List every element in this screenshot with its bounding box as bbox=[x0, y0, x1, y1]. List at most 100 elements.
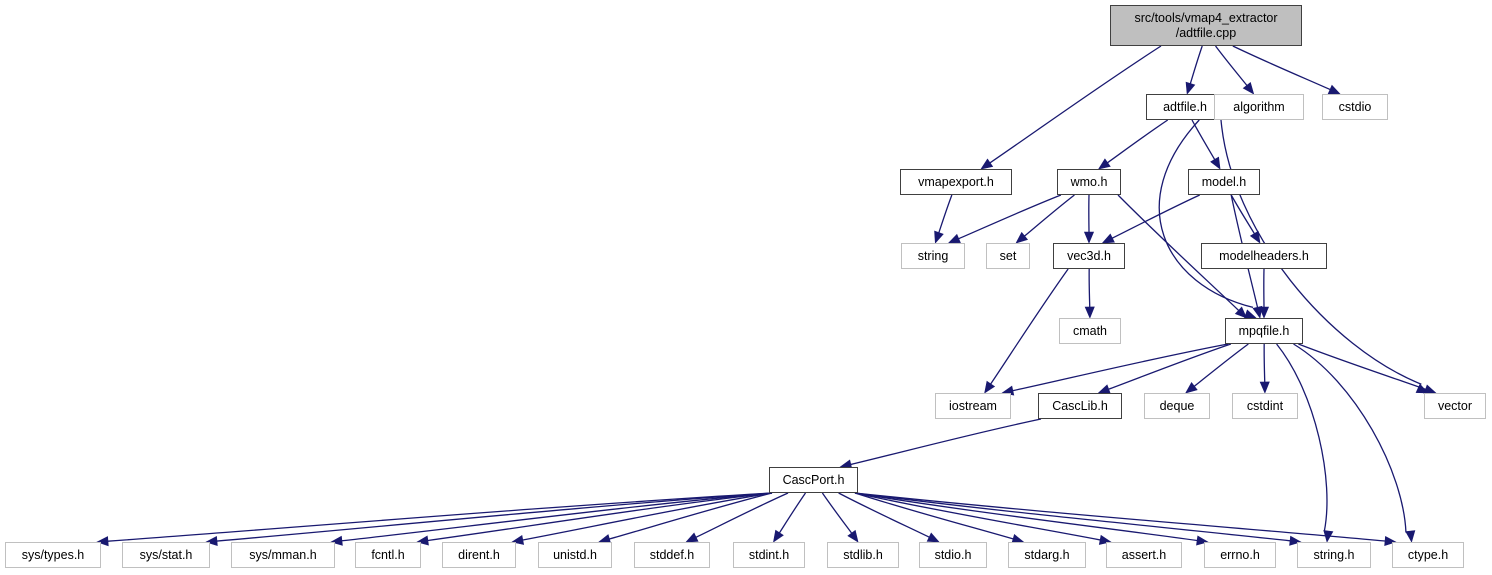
graph-edge bbox=[695, 492, 789, 538]
graph-edge-arrowhead bbox=[1196, 535, 1209, 546]
graph-edge bbox=[107, 492, 773, 542]
graph-node-cmath[interactable]: cmath bbox=[1059, 318, 1121, 344]
graph-node-string[interactable]: string bbox=[901, 243, 965, 269]
graph-node-casclib-h[interactable]: CascLib.h bbox=[1038, 393, 1122, 419]
graph-edge-arrowhead bbox=[1185, 81, 1196, 95]
graph-edge bbox=[854, 492, 1198, 542]
graph-node-model-h[interactable]: model.h bbox=[1188, 169, 1260, 195]
graph-edge bbox=[1230, 194, 1255, 234]
graph-node-cascport-h[interactable]: CascPort.h bbox=[769, 467, 858, 493]
graph-node-assert-h[interactable]: assert.h bbox=[1106, 542, 1182, 568]
graph-edge-arrowhead bbox=[773, 529, 784, 543]
graph-edge bbox=[341, 492, 773, 542]
graph-edge bbox=[1193, 343, 1249, 387]
graph-edge bbox=[958, 194, 1062, 240]
graph-node-algorithm[interactable]: algorithm bbox=[1214, 94, 1304, 120]
graph-edge bbox=[1276, 343, 1328, 532]
graph-edge bbox=[938, 194, 953, 233]
graph-edge-arrowhead bbox=[1249, 230, 1261, 244]
graph-edge-arrowhead bbox=[934, 230, 944, 244]
graph-edge bbox=[1112, 194, 1200, 239]
graph-edge bbox=[1107, 119, 1169, 164]
graph-edge bbox=[854, 492, 1291, 542]
graph-node-sys-types-h[interactable]: sys/types.h bbox=[5, 542, 101, 568]
graph-edge bbox=[1232, 45, 1331, 91]
graph-edge bbox=[1158, 119, 1254, 309]
graph-edge-arrowhead bbox=[1101, 233, 1115, 244]
graph-edge-arrowhead bbox=[1015, 231, 1029, 244]
graph-edge-arrowhead bbox=[980, 158, 994, 170]
graph-edge bbox=[427, 492, 773, 542]
graph-edge bbox=[609, 492, 773, 540]
graph-edge-arrowhead bbox=[1259, 381, 1270, 394]
graph-node-unistd-h[interactable]: unistd.h bbox=[538, 542, 612, 568]
graph-node-dirent-h[interactable]: dirent.h bbox=[442, 542, 516, 568]
graph-edge bbox=[1108, 343, 1232, 390]
graph-edge bbox=[854, 492, 1386, 542]
graph-node-iostream[interactable]: iostream bbox=[935, 393, 1011, 419]
graph-node-stdlib-h[interactable]: stdlib.h bbox=[827, 542, 899, 568]
graph-edge bbox=[1298, 343, 1426, 390]
graph-edge-arrowhead bbox=[947, 233, 961, 244]
graph-edge bbox=[821, 492, 853, 534]
graph-edge bbox=[1024, 194, 1075, 237]
graph-edge-arrowhead bbox=[1185, 382, 1198, 394]
graph-edge-arrowhead bbox=[1258, 306, 1270, 319]
graph-edge-arrowhead bbox=[1210, 156, 1221, 170]
graph-edge bbox=[1088, 268, 1091, 308]
graph-node-wmo-h[interactable]: wmo.h bbox=[1057, 169, 1121, 195]
graph-node-root: src/tools/vmap4_extractor /adtfile.cpp bbox=[1110, 5, 1302, 46]
graph-edge bbox=[854, 492, 1014, 540]
graph-edge-arrowhead bbox=[416, 535, 429, 546]
graph-node-sys-stat-h[interactable]: sys/stat.h bbox=[122, 542, 210, 568]
graph-node-modelheaders-h[interactable]: modelheaders.h bbox=[1201, 243, 1327, 269]
graph-edge-arrowhead bbox=[1234, 306, 1248, 319]
graph-node-sys-mman-h[interactable]: sys/mman.h bbox=[231, 542, 335, 568]
graph-node-errno-h[interactable]: errno.h bbox=[1204, 542, 1276, 568]
graph-edge-arrowhead bbox=[984, 380, 996, 394]
graph-edge bbox=[1012, 343, 1229, 392]
graph-node-fcntl-h[interactable]: fcntl.h bbox=[355, 542, 421, 568]
graph-node-vector[interactable]: vector bbox=[1424, 393, 1486, 419]
graph-node-string-h[interactable]: string.h bbox=[1297, 542, 1371, 568]
graph-edge bbox=[216, 492, 773, 542]
graph-edge bbox=[1191, 119, 1216, 160]
graph-edge-arrowhead bbox=[1083, 231, 1095, 244]
graph-node-stddef-h[interactable]: stddef.h bbox=[634, 542, 710, 568]
graph-edge bbox=[990, 268, 1069, 385]
graph-node-cstdio[interactable]: cstdio bbox=[1322, 94, 1388, 120]
graph-node-cstdint[interactable]: cstdint bbox=[1232, 393, 1298, 419]
graph-edge bbox=[1117, 194, 1239, 311]
graph-edge-arrowhead bbox=[1327, 84, 1341, 95]
graph-edge-arrowhead bbox=[1252, 305, 1263, 319]
graph-node-vmapexport-h[interactable]: vmapexport.h bbox=[900, 169, 1012, 195]
graph-node-stdio-h[interactable]: stdio.h bbox=[919, 542, 987, 568]
graph-node-deque[interactable]: deque bbox=[1144, 393, 1210, 419]
graph-edge-arrowhead bbox=[1405, 530, 1416, 543]
graph-edge-arrowhead bbox=[1384, 535, 1397, 547]
graph-edge-arrowhead bbox=[847, 529, 859, 543]
graph-edge-arrowhead bbox=[330, 535, 343, 546]
graph-node-adtfile-h[interactable]: adtfile.h bbox=[1146, 94, 1224, 120]
graph-node-vec3d-h[interactable]: vec3d.h bbox=[1053, 243, 1125, 269]
graph-edge-arrowhead bbox=[1097, 158, 1111, 170]
graph-edge-arrowhead bbox=[1289, 535, 1302, 546]
graph-node-stdarg-h[interactable]: stdarg.h bbox=[1008, 542, 1086, 568]
graph-edge-arrowhead bbox=[926, 532, 940, 543]
graph-edge bbox=[778, 492, 807, 534]
graph-node-ctype-h[interactable]: ctype.h bbox=[1392, 542, 1464, 568]
graph-node-mpqfile-h[interactable]: mpqfile.h bbox=[1225, 318, 1303, 344]
graph-edge bbox=[850, 418, 1042, 466]
graph-edge-arrowhead bbox=[205, 535, 218, 547]
graph-edge bbox=[1189, 45, 1203, 84]
graph-edge bbox=[522, 492, 773, 541]
graph-node-stdint-h[interactable]: stdint.h bbox=[733, 542, 805, 568]
graph-edge-arrowhead bbox=[1084, 306, 1095, 319]
graph-edge bbox=[1263, 343, 1266, 383]
graph-edge bbox=[854, 492, 1101, 541]
graph-node-set[interactable]: set bbox=[986, 243, 1030, 269]
graph-edge bbox=[1215, 45, 1248, 86]
graph-edge bbox=[1220, 119, 1422, 385]
